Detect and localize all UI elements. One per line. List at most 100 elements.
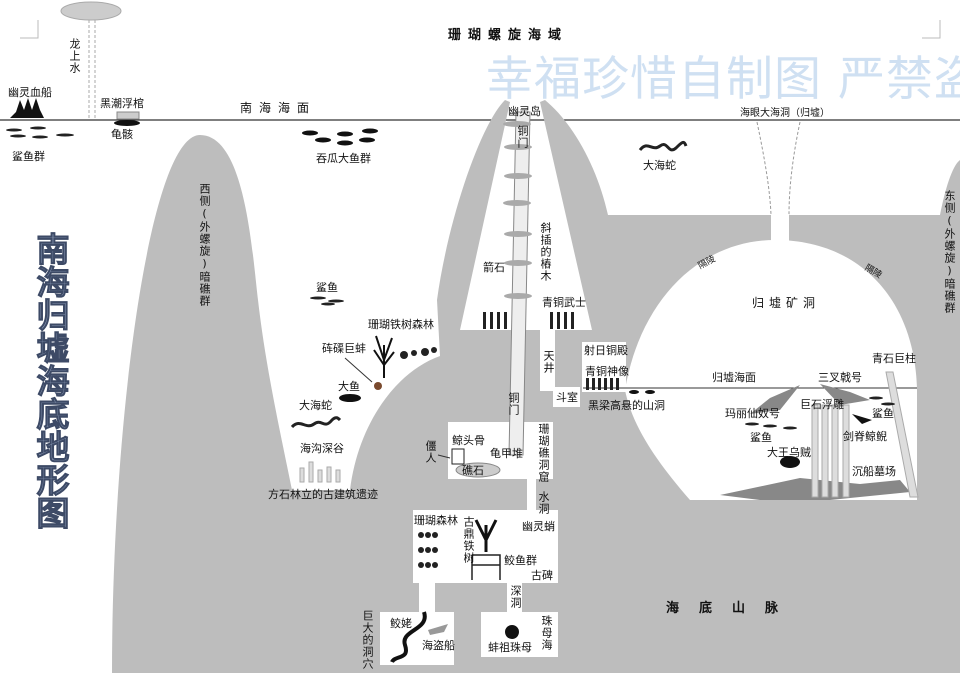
label-big-fish: 大鱼 xyxy=(338,380,360,393)
label-ghost-octopus: 幽灵蛸 xyxy=(522,520,555,533)
sea-eye-shaft xyxy=(771,214,789,244)
label-black-tide-coffin: 黑潮浮棺 xyxy=(100,97,144,110)
bronze-warrior-icons xyxy=(483,312,619,390)
label-sun-shooting-hall: 射日铜殿 xyxy=(584,344,628,357)
turtle-skeleton-icon xyxy=(114,120,140,126)
right-tunnel xyxy=(507,582,522,614)
label-bluestone-pillar: 青石巨柱 xyxy=(872,352,916,365)
label-sea-serpent: 大海蛇 xyxy=(299,399,332,412)
sea-serpent-icon xyxy=(290,416,342,429)
zombie-arrow xyxy=(437,454,451,459)
label-shark: 鲨鱼 xyxy=(872,407,894,420)
label-ghost-blood-ship: 幽灵血船 xyxy=(8,86,52,99)
label-pearl-sea: 珠母海 xyxy=(540,615,553,651)
coral-tree-icons xyxy=(418,532,438,568)
corner-mark-right xyxy=(922,20,941,39)
whale-skull-icon xyxy=(451,448,465,465)
pearl-sea-room xyxy=(481,612,558,657)
left-tunnel xyxy=(419,582,435,614)
label-east-reefs: 东侧(外螺旋)暗礁群 xyxy=(943,190,956,314)
page-title: 南海归墟海底地形图 xyxy=(31,232,71,530)
label-shark-fish-school: 鲛鱼群 xyxy=(504,554,537,567)
label-pirate-ship: 海盗船 xyxy=(422,639,455,652)
label-bronze-statues: 青铜神像 xyxy=(585,365,629,378)
fish-icon xyxy=(629,390,655,394)
label-south-sea-surface: 南海海面 xyxy=(240,101,317,115)
label-ghost-island: 幽灵岛 xyxy=(508,105,541,118)
label-sword-whale: 剑脊鲸鲵 xyxy=(843,430,887,443)
pirate-ship-icon xyxy=(428,624,448,635)
label-shipwreck-graveyard: 沉船墓场 xyxy=(852,465,896,478)
label-stone-relief: 巨石浮雕 xyxy=(800,398,844,411)
giant-squid-icon xyxy=(780,456,800,468)
label-giant-clam: 砗磲巨蚌 xyxy=(322,342,366,355)
ghost-ship-icon xyxy=(10,98,44,118)
watermark: 幸福珍惜自制图 严禁盗图 xyxy=(486,52,960,107)
label-undersea-mountains: 海底山脉 xyxy=(666,601,799,616)
label-coral-reef-grotto: 珊瑚礁洞窟 xyxy=(537,423,550,483)
label-giant-squid: 大王乌贼 xyxy=(767,446,811,459)
label-bronze-gate: 铜门 xyxy=(507,392,520,416)
label-deep-cave: 深洞 xyxy=(509,585,522,609)
cloud-icon xyxy=(60,1,122,21)
label-trench-valley: 海沟深谷 xyxy=(300,442,344,455)
label-zombie: 僵人 xyxy=(424,440,437,464)
label-ancient-ruins: 方石林立的古建筑遗迹 xyxy=(268,488,378,501)
shark-icon xyxy=(310,296,344,306)
water-tunnel xyxy=(527,478,536,512)
shark-school-icon xyxy=(6,126,74,139)
label-guixu-surface: 归墟海面 xyxy=(712,371,756,384)
label-coral-spiral-sea: 珊瑚螺旋海域 xyxy=(448,28,569,43)
pearl-icon xyxy=(505,625,519,639)
slanted-pillar xyxy=(508,111,531,456)
sword-whale-icon xyxy=(852,414,872,424)
label-coral-iron-forest: 珊瑚铁树森林 xyxy=(368,318,434,331)
label-shark-crone: 鲛姥 xyxy=(390,617,412,630)
reef-rock-icon xyxy=(455,462,501,478)
label-ancient-stele: 古碑 xyxy=(531,569,553,582)
label-sea-serpent: 大海蛇 xyxy=(643,159,676,172)
clam-arrow xyxy=(344,357,373,383)
label-shark: 鲨鱼 xyxy=(316,281,338,294)
iron-tree-icon xyxy=(474,519,498,552)
shark-icon xyxy=(745,396,895,430)
giant-serpent-icon xyxy=(390,611,427,664)
coffin-icon xyxy=(116,111,140,120)
label-whale-skull: 鲸头骨 xyxy=(452,434,485,447)
label-melon-fish-school: 吞瓜大鱼群 xyxy=(316,152,371,165)
label-mary-ship: 玛丽仙奴号 xyxy=(725,407,780,420)
label-bronze-warriors: 青铜武士 xyxy=(542,296,586,309)
label-shark-school: 鲨鱼群 xyxy=(12,150,45,163)
corner-mark-left xyxy=(20,20,39,39)
label-waterspout: 龙上水 xyxy=(68,38,81,74)
label-guixu-mine: 归墟矿洞 xyxy=(752,296,821,310)
label-reef: 礁石 xyxy=(462,464,484,477)
label-coral-forest: 珊瑚森林 xyxy=(414,514,458,527)
stone-columns xyxy=(811,404,850,498)
big-fish-icon xyxy=(339,394,361,402)
label-clam-ancestor-pearl: 蚌祖珠母 xyxy=(488,641,532,654)
label-trident: 三叉戟号 xyxy=(818,371,862,384)
label-west-reefs: 西侧(外螺旋)暗礁群 xyxy=(198,183,211,307)
label-skylight: 天井 xyxy=(542,350,555,374)
label-turtle-skeleton: 龟骸 xyxy=(111,128,133,141)
giant-clam-icon xyxy=(374,382,382,390)
coral-tree-icon xyxy=(373,335,395,378)
label-ancient-cauldron-tree: 古鼎铁树 xyxy=(462,516,475,564)
label-water-cave: 水洞 xyxy=(537,491,550,515)
sea-eye-dotted xyxy=(756,121,772,216)
ancient-cauldron-icon xyxy=(471,554,501,580)
label-giant-cavern: 巨大的洞穴 xyxy=(361,610,374,670)
sea-eye-dotted xyxy=(788,121,801,216)
skylight-shaft xyxy=(540,329,555,391)
label-black-beam-cave: 黑梁高悬的山洞 xyxy=(588,399,665,412)
iron-tree-icons xyxy=(400,347,437,359)
big-fish-school-icon xyxy=(302,128,378,146)
label-bronze-gate: 铜门 xyxy=(516,125,529,149)
label-arrow-stone: 箭石 xyxy=(483,261,505,274)
label-turtle-shell-pile: 龟甲堆 xyxy=(490,447,523,460)
label-small-chamber: 斗室 xyxy=(556,391,578,404)
arrow-stones xyxy=(503,121,532,299)
